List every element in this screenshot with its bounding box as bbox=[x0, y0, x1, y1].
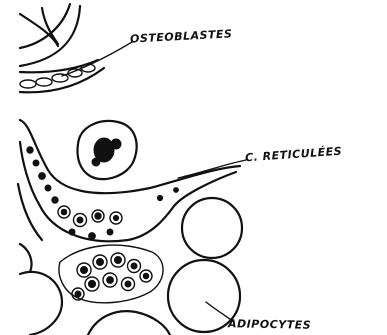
granule bbox=[33, 160, 39, 166]
cell-nucleus bbox=[97, 259, 104, 266]
granule bbox=[27, 147, 33, 153]
bone-trabecula bbox=[20, 4, 104, 92]
osteoblast-cell bbox=[36, 78, 52, 86]
cell-nucleus bbox=[95, 213, 101, 219]
reticular-pointer bbox=[178, 160, 246, 178]
granule bbox=[52, 197, 58, 203]
cell-nucleus bbox=[131, 263, 137, 269]
granule bbox=[45, 185, 51, 191]
cell-nucleus bbox=[61, 209, 67, 215]
osteoblasts-pointer bbox=[62, 42, 132, 76]
reticular-band-inner-edge bbox=[18, 184, 42, 240]
adipocyte bbox=[182, 198, 242, 258]
large-cell-nucleus-lobe bbox=[92, 158, 100, 166]
cell-nucleus bbox=[75, 291, 81, 297]
adipocyte-partial-left bbox=[20, 272, 62, 335]
granule bbox=[107, 229, 113, 235]
cell-nucleus bbox=[115, 257, 122, 264]
hematopoietic-cluster bbox=[59, 245, 163, 303]
granule bbox=[69, 229, 75, 235]
cell-nucleus bbox=[81, 267, 88, 274]
cell-nucleus bbox=[88, 280, 95, 287]
cell-nucleus bbox=[113, 215, 118, 220]
cell-nucleus bbox=[125, 281, 131, 287]
large-cell-nucleus-lobe bbox=[111, 139, 121, 149]
granule bbox=[157, 195, 162, 200]
osteoblast-cell bbox=[20, 80, 36, 88]
large-cell bbox=[78, 121, 137, 179]
granule bbox=[39, 173, 46, 180]
adipocytes-label: ADIPOCYTES bbox=[228, 317, 311, 331]
adipocyte-edge-left bbox=[20, 244, 32, 272]
cell-nucleus bbox=[143, 273, 149, 279]
cell-nucleus bbox=[107, 277, 114, 284]
granule bbox=[89, 233, 96, 240]
trabecula-stroke-3 bbox=[20, 4, 70, 48]
reticular-band-upper-edge bbox=[20, 120, 240, 193]
cell-nucleus bbox=[77, 217, 83, 223]
granule bbox=[174, 188, 179, 193]
reticular-cell-band bbox=[18, 120, 240, 241]
adipocyte-partial-bottom bbox=[88, 311, 170, 335]
